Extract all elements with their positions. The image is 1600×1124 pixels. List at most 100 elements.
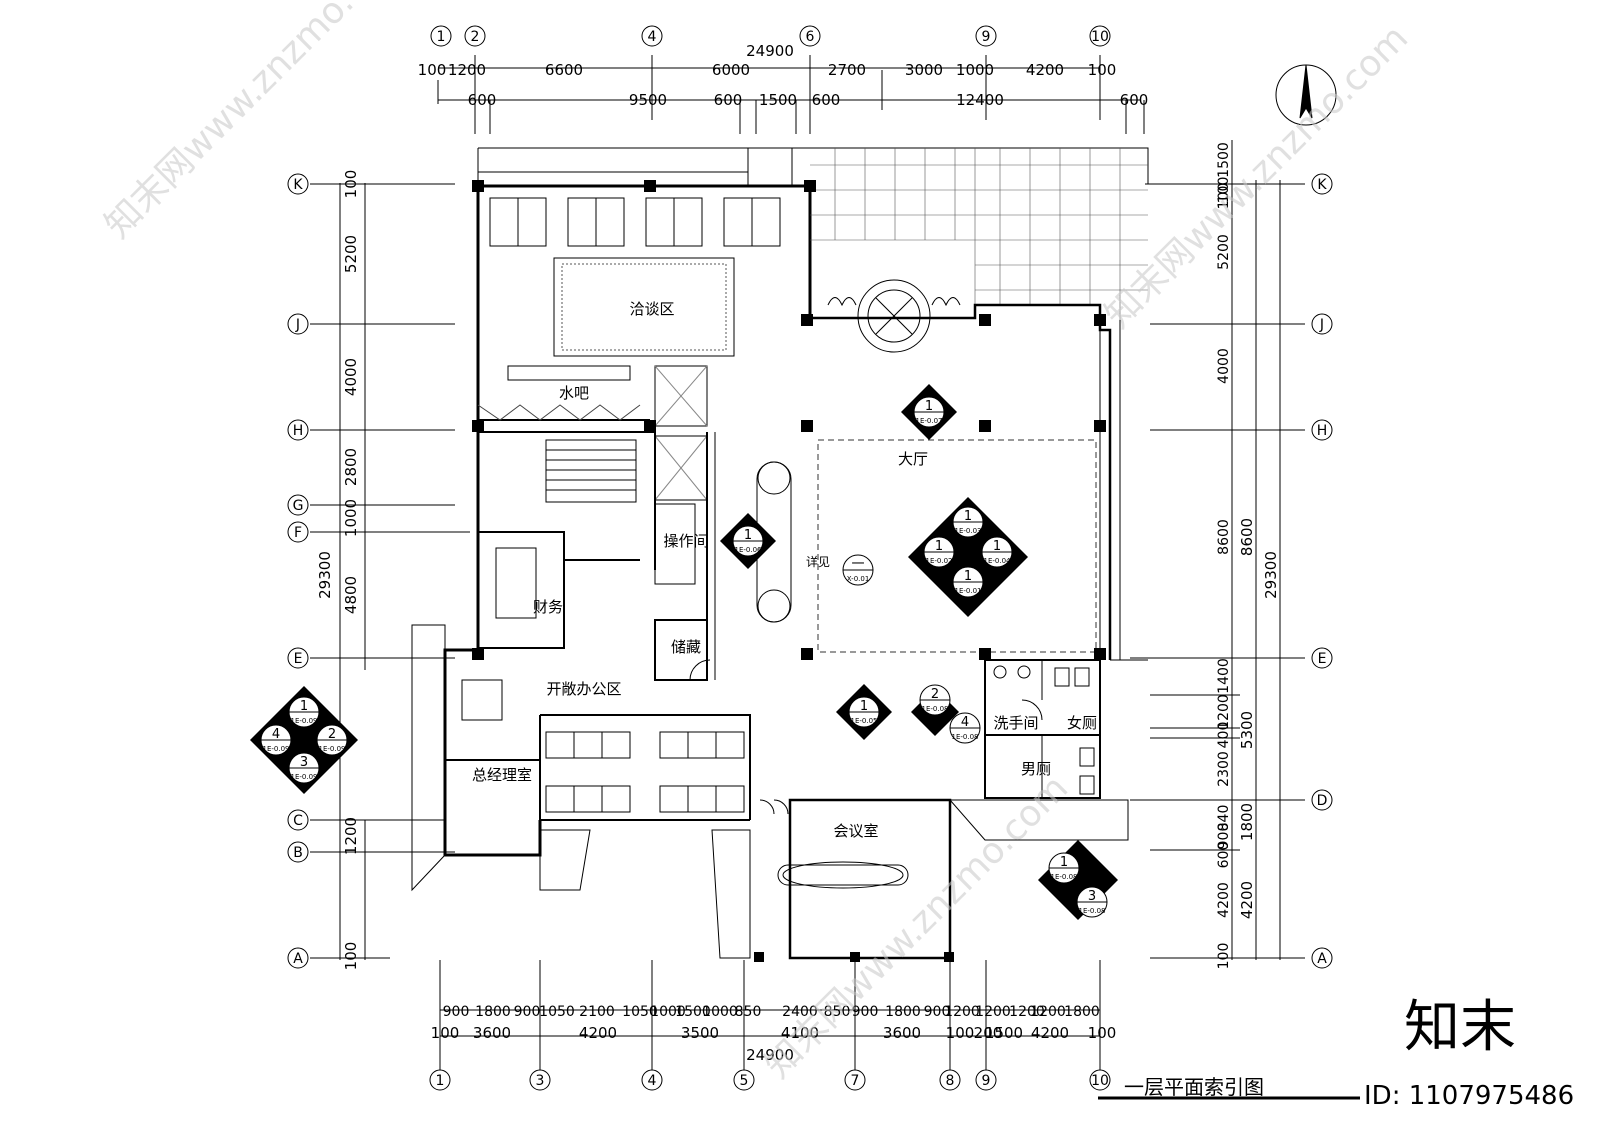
axis-left-H: H xyxy=(287,419,309,441)
index-left-cluster-ref: 1E-0.09 xyxy=(263,745,290,753)
dim-bottom-row1: 1000 xyxy=(650,1004,686,1020)
dim-bottom-row1: 900 xyxy=(514,1004,541,1020)
index-corridor: 11E-0.06 xyxy=(732,525,764,557)
operation-room xyxy=(654,503,696,585)
dim-bottom-row2: 4200 xyxy=(1031,1024,1069,1042)
water-bar-counter xyxy=(507,365,631,381)
dim-right-outer: 5200 xyxy=(1216,234,1232,270)
index-hall-cluster-num: 1 xyxy=(935,539,943,554)
dim-right-outer: 600 xyxy=(1216,842,1232,869)
index-detail-ref: X-0.01 xyxy=(847,575,870,583)
dim-top-row1: 1000 xyxy=(956,61,994,79)
room-label-negotiation: 洽谈区 xyxy=(629,300,674,318)
negotiation-carpet xyxy=(553,257,735,357)
dim-bottom-row1: 1200 xyxy=(1030,1004,1066,1020)
dim-bottom-row1: 2400 xyxy=(782,1004,818,1020)
dim-right-outer: 1500 xyxy=(1216,142,1232,178)
index-hall-cluster-ref: 1E-0.01 xyxy=(955,587,982,595)
index-detail-num: 一 xyxy=(851,557,864,572)
axis-left-F-label: F xyxy=(294,525,302,541)
axis-left-J-label: J xyxy=(295,317,300,333)
dim-bottom-row1: 850 xyxy=(824,1004,851,1020)
index-left-cluster-ref: 1E-0.09 xyxy=(291,717,318,725)
axis-left-A-label: A xyxy=(293,951,303,967)
dim-bottom-row2: 4200 xyxy=(579,1024,617,1042)
axis-left-C-label: C xyxy=(293,813,303,829)
dim-bottom-row2: 3600 xyxy=(883,1024,921,1042)
drawing-title: 一层平面索引图 xyxy=(1124,1075,1264,1099)
room-label-womens: 女厕 xyxy=(1067,714,1097,732)
dim-right-outer: 4000 xyxy=(1216,348,1232,384)
dim-right-mid: 8600 xyxy=(1238,518,1256,556)
dim-top-row1: 4200 xyxy=(1026,61,1064,79)
axis-top-4-label: 4 xyxy=(648,29,657,45)
axis-left-F: F xyxy=(287,521,309,543)
dim-top-row1: 3000 xyxy=(905,61,943,79)
dim-right-mid: 4200 xyxy=(1238,881,1256,919)
index-hall-top-num: 1 xyxy=(925,399,933,414)
axis-left-E-label: E xyxy=(294,651,303,667)
index-hall-low-ref: 1E-0.05 xyxy=(851,717,878,725)
dim-top-row1: 2700 xyxy=(828,61,866,79)
axis-bottom-9-label: 9 xyxy=(982,1073,991,1089)
index-hall-cluster: 11E-0.04 xyxy=(981,536,1013,568)
axis-bottom-3-label: 3 xyxy=(536,1073,545,1089)
axis-top-10-label: 10 xyxy=(1091,29,1109,45)
index-right-low-3: 31E-0.08 xyxy=(1076,886,1108,918)
index-left-cluster-ref: 1E-0.09 xyxy=(291,773,318,781)
axis-right-E: E xyxy=(1311,647,1333,669)
dim-bottom-row2: 1500 xyxy=(985,1024,1023,1042)
index-corridor-ref: 1E-0.06 xyxy=(735,546,763,554)
axis-top-1: 1 xyxy=(430,25,452,47)
index-hall-cluster: 11E-0.01 xyxy=(952,566,984,598)
dim-top-row1: 6600 xyxy=(545,61,583,79)
axis-top-1-label: 1 xyxy=(437,29,446,45)
dim-top-row2: 600 xyxy=(468,91,497,109)
dim-bottom-row2: 100 xyxy=(946,1024,975,1042)
dim-left: 4000 xyxy=(342,358,360,396)
hall-cluster-marker xyxy=(908,497,1028,617)
axis-right-K-label: K xyxy=(1317,177,1327,193)
watermark-site-2: 知末网www.znzmo.com xyxy=(1097,18,1416,337)
dim-bottom-row1: 1200 xyxy=(1009,1004,1045,1020)
dim-bottom-row1: 1200 xyxy=(975,1004,1011,1020)
axis-right-J: J xyxy=(1311,313,1333,335)
axis-bottom-4-label: 4 xyxy=(648,1073,657,1089)
axis-bottom-7-label: 7 xyxy=(851,1073,860,1089)
index-detail: 一 X-0.01 xyxy=(842,554,874,586)
dim-right-outer: 2300 xyxy=(1216,751,1232,787)
dim-left-total: 29300 xyxy=(316,551,334,599)
watermark-brand: 知末 xyxy=(1404,995,1516,1060)
meeting-table xyxy=(777,864,909,886)
index-toilet-2-num: 2 xyxy=(931,687,939,702)
axis-right-K: K xyxy=(1311,173,1333,195)
dim-top-row2: 600 xyxy=(812,91,841,109)
dim-bottom-row1: 900 xyxy=(924,1004,951,1020)
workstations xyxy=(461,547,745,813)
index-left-cluster: 1 1E-0.09 xyxy=(288,696,320,728)
axis-left-G: G xyxy=(287,494,309,516)
index-left-cluster-num: 4 xyxy=(272,727,280,742)
room-label-hall: 大厅 xyxy=(898,450,928,468)
left-cluster-marker xyxy=(250,686,358,794)
axis-bottom-1-label: 1 xyxy=(436,1073,445,1089)
dim-bottom-row1: 1000 xyxy=(702,1004,738,1020)
axis-bottom-5-label: 5 xyxy=(740,1073,749,1089)
index-left-cluster-num: 1 xyxy=(300,699,308,714)
index-hall-cluster: 11E-0.02 xyxy=(923,536,955,568)
index-left-cluster-ref: 1E-0.09 xyxy=(319,745,346,753)
axis-bottom-7: 7 xyxy=(844,1069,866,1091)
dim-left: 5200 xyxy=(342,235,360,273)
columns xyxy=(472,180,1106,962)
dim-bottom-row2: 3500 xyxy=(681,1024,719,1042)
dim-right-outer: 100 xyxy=(1216,943,1232,970)
dim-left: 1000 xyxy=(342,499,360,537)
dim-bottom-row1: 900 xyxy=(852,1004,879,1020)
axis-left-A: A xyxy=(287,947,309,969)
axis-bottom-10-label: 10 xyxy=(1091,1073,1109,1089)
axis-bottom-8-label: 8 xyxy=(946,1073,955,1089)
axis-right-H: H xyxy=(1311,419,1333,441)
index-hall-top: 11E-0.07 xyxy=(913,396,945,428)
finance-room xyxy=(477,531,565,649)
